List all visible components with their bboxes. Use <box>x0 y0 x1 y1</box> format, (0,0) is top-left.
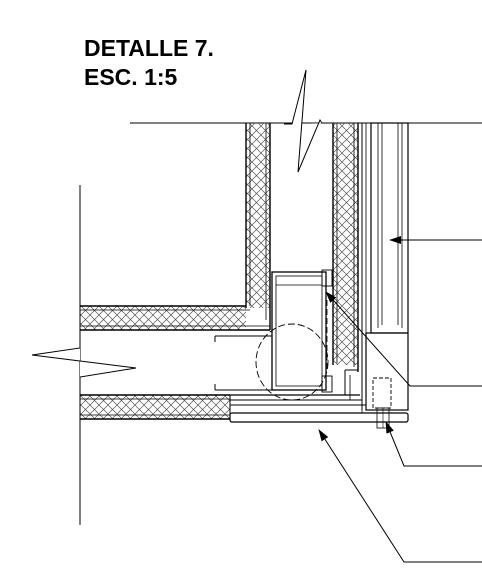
leader-base-profile <box>318 429 482 563</box>
wall-break-mark <box>284 69 333 173</box>
detail-title: DETALLE 7. ESC. 1:5 <box>84 34 214 92</box>
vertical-wall-left-panel <box>245 123 271 330</box>
leader-steel-connector <box>325 291 482 387</box>
steel-corner-connector <box>214 269 333 393</box>
leader-anchor-bolt <box>385 421 482 467</box>
vertical-wall-right-panel <box>332 123 359 372</box>
horizontal-bottom-panel <box>80 394 230 420</box>
facade-profile <box>361 122 409 429</box>
horizontal-floor-panel <box>80 305 270 331</box>
detail-title-line-2: ESC. 1:5 <box>84 64 178 90</box>
detail-title-line-1: DETALLE 7. <box>84 35 214 61</box>
floor-break-mark <box>31 338 137 387</box>
detail-circle <box>255 323 329 401</box>
corner-base-profile <box>229 369 409 423</box>
